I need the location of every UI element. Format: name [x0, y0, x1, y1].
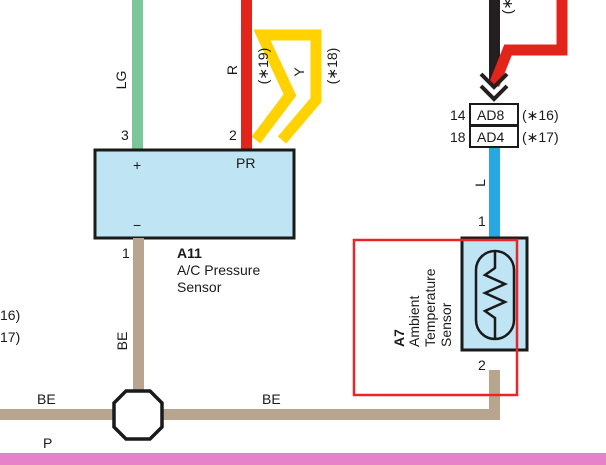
wire-be-horizontal [0, 409, 500, 420]
pressure-pin-1: 1 [122, 245, 130, 261]
ground-junction-octagon [112, 389, 164, 441]
wire-label-p: P [43, 435, 52, 451]
connector-pin-14: 14 [450, 107, 466, 123]
connector-ad4-label: AD4 [477, 129, 504, 145]
pressure-pin-2: 2 [229, 127, 237, 143]
pressure-plus: + [133, 157, 141, 173]
ambient-line-1: Ambient [406, 296, 422, 347]
left-note-17: 17) [0, 329, 20, 345]
wire-be-vertical [133, 238, 144, 390]
note-17: (∗17) [522, 129, 559, 145]
wire-label-be-left: BE [37, 391, 56, 407]
wire-label-be-right: BE [262, 391, 281, 407]
wire-label-r: R [224, 65, 240, 75]
wire-black [489, 0, 500, 80]
wire-label-lg: LG [113, 71, 129, 90]
pressure-pin-3: 3 [121, 127, 129, 143]
ambient-line-3: Sensor [438, 302, 454, 347]
note-19: (∗19) [255, 48, 271, 85]
pressure-minus: − [133, 217, 141, 233]
resistor-zigzag-icon [481, 251, 509, 339]
note-top-cut: (∗ [499, 0, 515, 14]
wire-label-l: L [472, 179, 488, 187]
wire-red-right [488, 0, 568, 88]
note-18: (∗18) [324, 48, 340, 85]
wire-l [489, 148, 500, 238]
wire-label-y: Y [291, 67, 307, 77]
pressure-name-2: Sensor [177, 279, 222, 295]
connector-chevron-icon [479, 72, 509, 102]
note-16: (∗16) [522, 107, 559, 123]
ambient-pin-1: 1 [478, 213, 486, 229]
connector-ad4-box [469, 125, 519, 148]
ambient-pin-2: 2 [478, 357, 486, 373]
pressure-code: A11 [177, 245, 202, 261]
pressure-name-1: A/C Pressure [177, 262, 260, 278]
left-note-16: 16) [0, 307, 20, 323]
ambient-code: A7 [391, 329, 407, 347]
ambient-line-2: Temperature [422, 268, 438, 347]
wire-p [0, 453, 606, 465]
wire-y [251, 29, 322, 144]
wire-r [241, 0, 252, 150]
pressure-pr: PR [236, 155, 255, 171]
pressure-sensor-box [93, 148, 296, 240]
wire-lg [132, 0, 143, 150]
wire-label-be-vertical: BE [114, 332, 130, 351]
connector-pin-18: 18 [450, 129, 466, 145]
connector-ad8-label: AD8 [477, 107, 504, 123]
highlight-box [352, 238, 519, 397]
